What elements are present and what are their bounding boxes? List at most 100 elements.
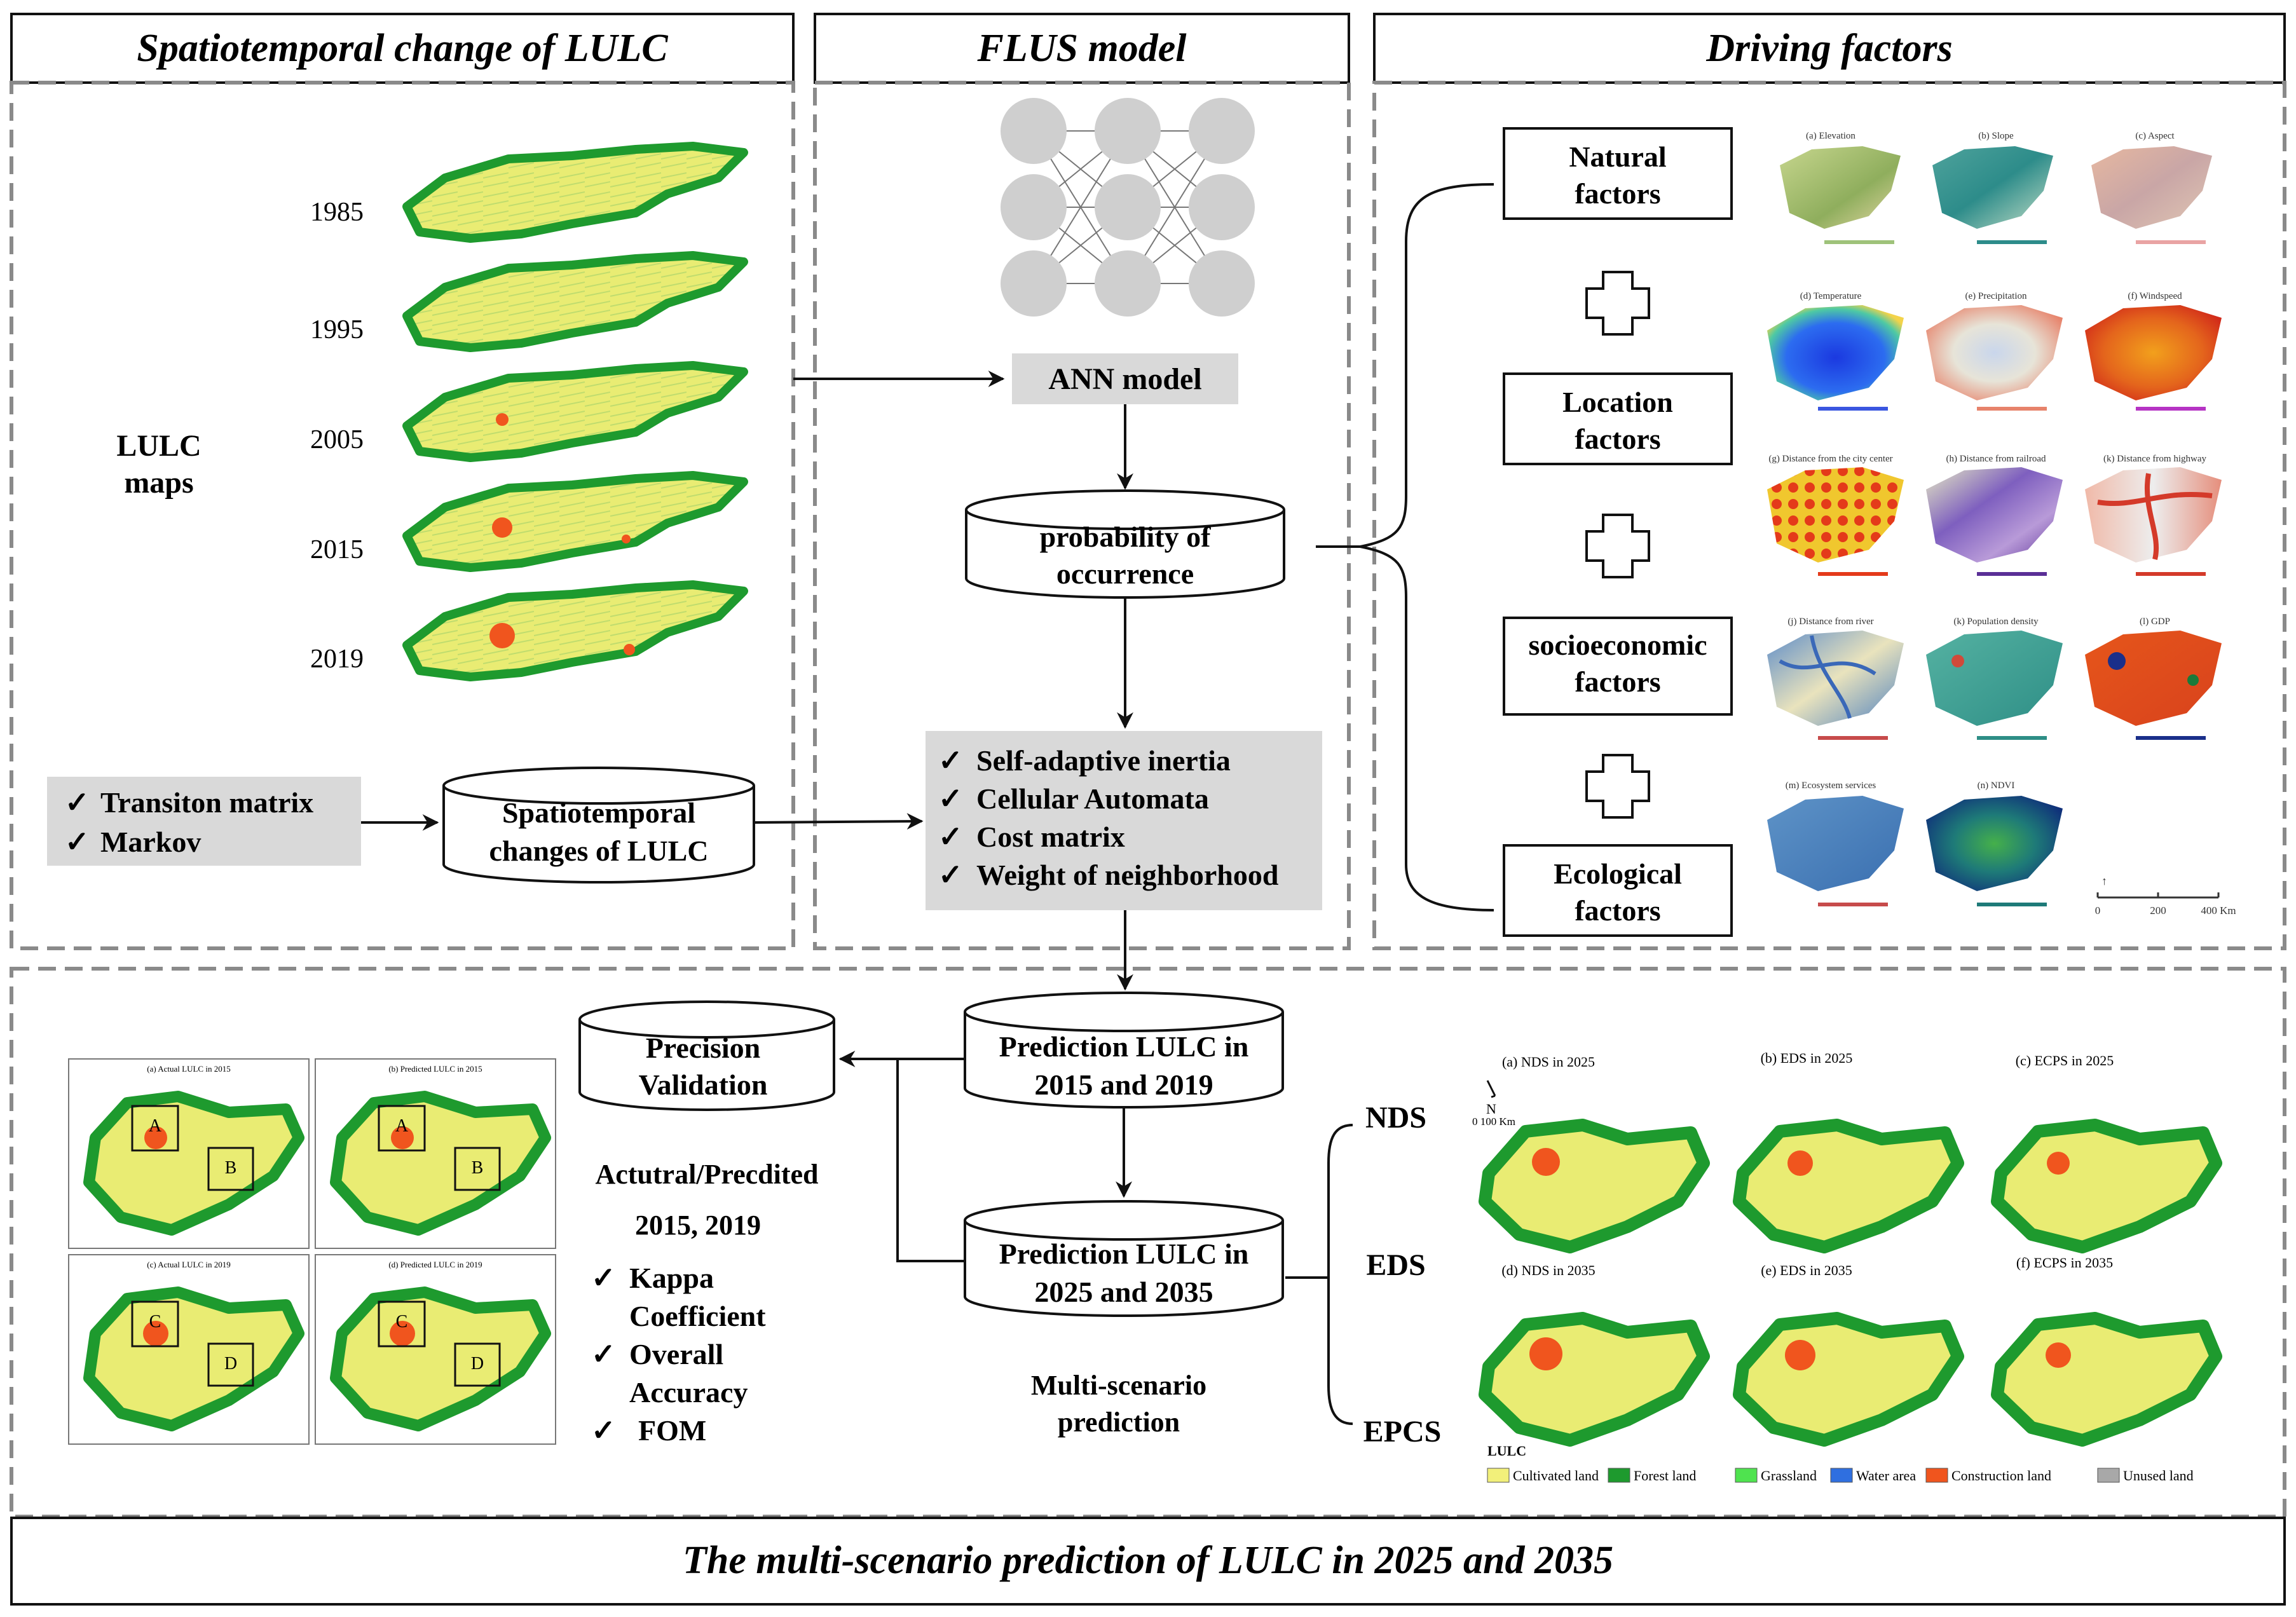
north-arrow-icon: N bbox=[1486, 1080, 1496, 1117]
header-lulc-change: Spatiotemporal change of LULC bbox=[10, 13, 795, 84]
scenario-map-b: (b) EDS in 2025 bbox=[1733, 1050, 1964, 1253]
plus-icon bbox=[1585, 271, 1650, 336]
scale-bar: ↑ 0 200 400 Km bbox=[2095, 875, 2236, 917]
map-title: (e) Precipitation bbox=[1965, 291, 2027, 301]
year-label: 2019 bbox=[310, 645, 364, 674]
markov-text: Markov bbox=[100, 826, 201, 858]
check-icon: ✓ bbox=[591, 1414, 616, 1447]
prediction2-line2: 2025 and 2035 bbox=[1034, 1276, 1213, 1308]
check-icon: ✓ bbox=[938, 859, 963, 891]
map-title: (h) Distance from railroad bbox=[1946, 454, 2046, 464]
check-icon: ✓ bbox=[591, 1262, 616, 1294]
scenario-epcs: EPCS bbox=[1363, 1415, 1442, 1449]
legend-label: Construction land bbox=[1951, 1468, 2051, 1484]
arrow-db-to-ca bbox=[753, 813, 924, 830]
ca-module-box: ✓ Self-adaptive inertia ✓ Cellular Autom… bbox=[926, 731, 1322, 910]
zone-label: B bbox=[225, 1158, 237, 1178]
metric-fom: FOM bbox=[638, 1414, 706, 1447]
map-precipitation: (e) Precipitation bbox=[1926, 291, 2063, 411]
lulc-map-stack: 1985 1995 2005 2015 2019 bbox=[310, 142, 748, 681]
legend-swatch bbox=[1925, 1468, 1948, 1483]
legend-title: LULC bbox=[1487, 1443, 1526, 1459]
check-icon: ✓ bbox=[65, 786, 90, 819]
factor-line1: Ecological bbox=[1554, 857, 1682, 890]
zone-label: A bbox=[149, 1116, 162, 1136]
metrics-list: ✓ Kappa Coefficient ✓ Overall Accuracy ✓… bbox=[591, 1262, 766, 1447]
factor-line2: factors bbox=[1575, 177, 1660, 210]
map-gdp: (l) GDP bbox=[2085, 617, 2222, 740]
scale-label: 400 Km bbox=[2201, 904, 2236, 917]
check-icon: ✓ bbox=[591, 1338, 616, 1370]
map-title: (a) Elevation bbox=[1806, 131, 1855, 141]
precision-validation-db: Precision Validation bbox=[578, 1000, 835, 1111]
map-title: (a) NDS in 2025 bbox=[1502, 1054, 1595, 1070]
ann-model-box: ANN model bbox=[1012, 353, 1238, 404]
lulc-maps-label-2: maps bbox=[124, 466, 193, 500]
spatiotemporal-db-line2: changes of LULC bbox=[489, 835, 708, 867]
map-city-center: (g) Distance from the city center bbox=[1767, 454, 1904, 576]
spatiotemporal-db: Spatiotemporal changes of LULC bbox=[442, 767, 755, 884]
multi-scenario-line2: prediction bbox=[1058, 1407, 1180, 1438]
map-population: (k) Population density bbox=[1926, 617, 2063, 740]
map-highway: (k) Distance from highway bbox=[2085, 454, 2222, 576]
spatiotemporal-db-line1: Spatiotemporal bbox=[502, 796, 695, 829]
metric-overall: Overall bbox=[629, 1338, 723, 1370]
multi-scenario-line1: Multi-scenario bbox=[1031, 1370, 1206, 1401]
neural-network-graphic bbox=[1001, 98, 1255, 317]
connector-arrows bbox=[361, 371, 1360, 1262]
precision-line2: Validation bbox=[639, 1068, 768, 1101]
prediction-2015-2019-db: Prediction LULC in 2015 and 2019 bbox=[964, 992, 1284, 1109]
validation-map-b: (b) Predicted LULC in 2015 A B bbox=[315, 1058, 556, 1249]
map-river: (j) Distance from river bbox=[1767, 617, 1904, 740]
ca-item-3: Cost matrix bbox=[976, 821, 1125, 853]
header-lulc-change-text: Spatiotemporal change of LULC bbox=[137, 27, 668, 70]
plus-icons bbox=[1585, 271, 1650, 819]
map-title: (g) Distance from the city center bbox=[1768, 454, 1892, 464]
zone-label: B bbox=[472, 1158, 484, 1178]
validation-map-grid: (a) Actual LULC in 2015 A B (b) Predicte… bbox=[68, 1058, 556, 1445]
prediction-2025-2035-db: Prediction LULC in 2025 and 2035 bbox=[964, 1200, 1284, 1317]
year-label: 2015 bbox=[310, 535, 364, 564]
prediction2-line1: Prediction LULC in bbox=[999, 1238, 1249, 1270]
precision-line1: Precision bbox=[646, 1032, 761, 1064]
factor-socioeconomic: socioeconomic factors bbox=[1503, 617, 1733, 716]
zone-label: A bbox=[395, 1116, 409, 1136]
scenario-map-f: (f) ECPS in 2035 bbox=[1991, 1255, 2222, 1447]
metric-accuracy: Accuracy bbox=[629, 1376, 748, 1409]
scenario-eds: EDS bbox=[1366, 1248, 1425, 1282]
lulc-map-2019: 2019 bbox=[310, 580, 748, 681]
scenario-nds: NDS bbox=[1365, 1101, 1426, 1135]
scenario-map-c: (c) ECPS in 2025 bbox=[1991, 1053, 2222, 1253]
map-title: (e) EDS in 2035 bbox=[1761, 1262, 1852, 1278]
map-title: (d) NDS in 2035 bbox=[1501, 1262, 1595, 1278]
factor-boxes: Natural factors Location factors socioec… bbox=[1503, 127, 1733, 937]
map-aspect: (c) Aspect bbox=[2091, 131, 2212, 244]
scale-label: 0 100 Km bbox=[1472, 1116, 1515, 1128]
probability-db: probability of occurrence bbox=[965, 489, 1285, 599]
validation-map-d: (d) Predicted LULC in 2019 C D bbox=[315, 1254, 556, 1445]
plus-icon bbox=[1585, 514, 1650, 578]
map-title: (b) EDS in 2025 bbox=[1761, 1050, 1853, 1066]
probability-db-line2: occurrence bbox=[1056, 557, 1194, 590]
zone-label: C bbox=[396, 1312, 408, 1332]
year-label: 1985 bbox=[310, 198, 364, 227]
map-ecosystem: (m) Ecosystem services bbox=[1767, 781, 1904, 906]
scale-label: 0 bbox=[2095, 904, 2101, 917]
legend-label: Water area bbox=[1856, 1468, 1916, 1484]
legend-swatch bbox=[1487, 1468, 1510, 1483]
factor-natural: Natural factors bbox=[1503, 127, 1733, 220]
map-slope: (b) Slope bbox=[1932, 131, 2053, 244]
map-title: (n) NDVI bbox=[1978, 781, 2015, 791]
ca-item-2: Cellular Automata bbox=[976, 782, 1209, 815]
year-label: 2005 bbox=[310, 425, 364, 454]
ca-item-4: Weight of neighborhood bbox=[976, 859, 1279, 891]
legend-swatch bbox=[2097, 1468, 2120, 1483]
scenario-map-a: (a) NDS in 2025 bbox=[1479, 1054, 1710, 1253]
panel-lulc-change bbox=[10, 81, 795, 950]
header-flus-text: FLUS model bbox=[977, 27, 1187, 70]
map-title: (b) Slope bbox=[1978, 131, 2014, 141]
zone-label: D bbox=[224, 1354, 237, 1374]
year-label: 1995 bbox=[310, 315, 364, 345]
